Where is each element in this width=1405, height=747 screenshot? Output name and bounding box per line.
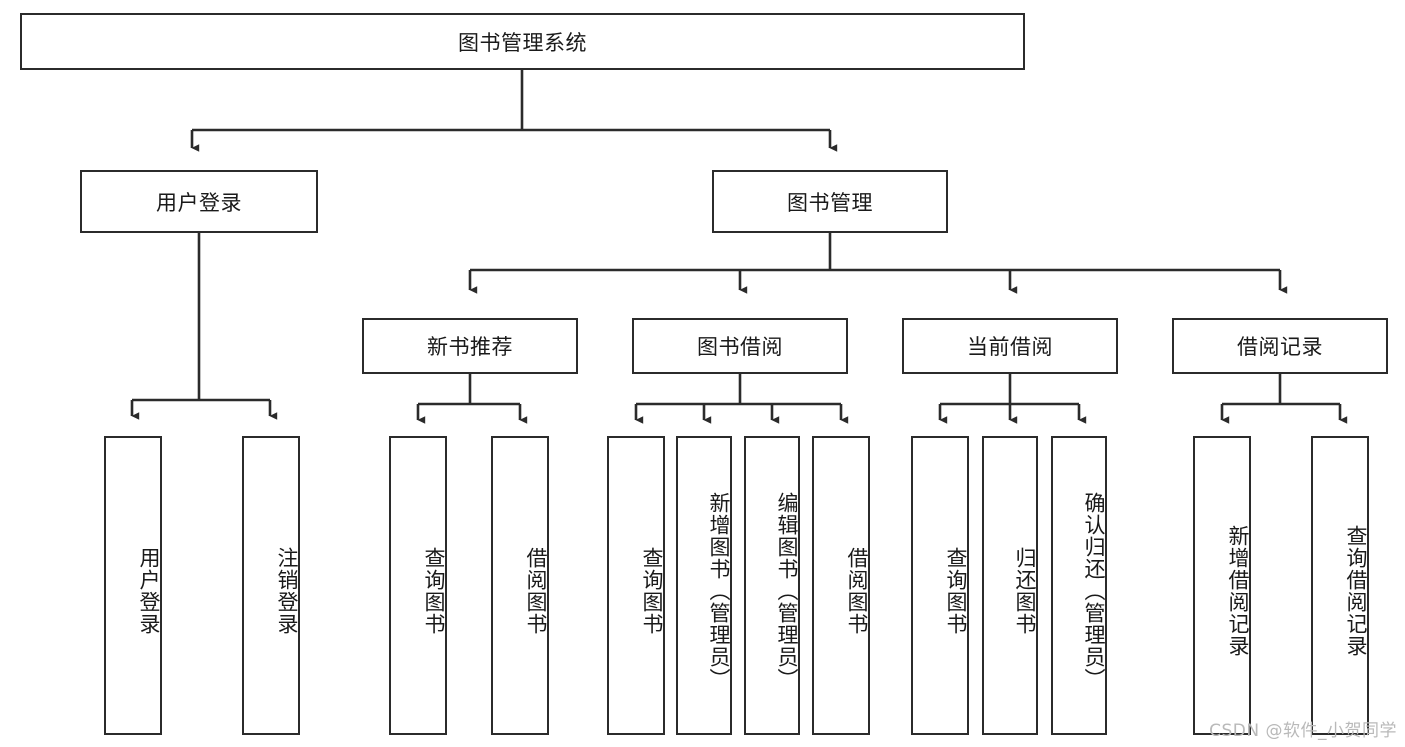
leaf-add-book-admin-label: 新增图书（管理员） <box>707 491 731 690</box>
leaf-add-borrow-record-label: 新增借阅记录 <box>1226 524 1250 657</box>
leaf-query-book-newbook[interactable]: 查询图书 <box>389 436 447 735</box>
leaf-edit-book-admin-label: 编辑图书（管理员） <box>775 491 799 690</box>
leaf-query-book-borrow-label: 查询图书 <box>640 546 664 635</box>
node-new-book-recommend-label: 新书推荐 <box>427 335 513 359</box>
leaf-query-book-current-label: 查询图书 <box>944 546 968 635</box>
leaf-logout[interactable]: 注销登录 <box>242 436 300 735</box>
leaf-confirm-return-admin-label: 确认归还（管理员） <box>1082 491 1106 690</box>
leaf-borrow-book-borrow-label: 借阅图书 <box>845 546 869 635</box>
node-user-login[interactable]: 用户登录 <box>80 170 318 233</box>
leaf-query-book-newbook-label: 查询图书 <box>422 546 446 635</box>
leaf-borrow-book-newbook-label: 借阅图书 <box>524 546 548 635</box>
node-book-borrow[interactable]: 图书借阅 <box>632 318 848 374</box>
leaf-query-book-borrow[interactable]: 查询图书 <box>607 436 665 735</box>
node-user-login-label: 用户登录 <box>156 190 242 215</box>
leaf-return-book-label: 归还图书 <box>1013 546 1037 635</box>
node-borrow-records[interactable]: 借阅记录 <box>1172 318 1388 374</box>
node-new-book-recommend[interactable]: 新书推荐 <box>362 318 578 374</box>
leaf-confirm-return-admin[interactable]: 确认归还（管理员） <box>1051 436 1107 735</box>
leaf-query-borrow-record[interactable]: 查询借阅记录 <box>1311 436 1369 735</box>
leaf-query-borrow-record-label: 查询借阅记录 <box>1344 524 1368 657</box>
leaf-query-book-current[interactable]: 查询图书 <box>911 436 969 735</box>
node-current-borrow-label: 当前借阅 <box>967 335 1053 359</box>
node-book-management-label: 图书管理 <box>787 190 873 215</box>
node-root-label: 图书管理系统 <box>458 30 587 55</box>
leaf-borrow-book-borrow[interactable]: 借阅图书 <box>812 436 870 735</box>
leaf-add-book-admin[interactable]: 新增图书（管理员） <box>676 436 732 735</box>
leaf-logout-label: 注销登录 <box>275 546 299 635</box>
leaf-borrow-book-newbook[interactable]: 借阅图书 <box>491 436 549 735</box>
node-book-management[interactable]: 图书管理 <box>712 170 948 233</box>
leaf-user-login-label: 用户登录 <box>137 546 161 635</box>
node-root[interactable]: 图书管理系统 <box>20 13 1025 70</box>
node-borrow-records-label: 借阅记录 <box>1237 335 1323 359</box>
leaf-user-login[interactable]: 用户登录 <box>104 436 162 735</box>
leaf-edit-book-admin[interactable]: 编辑图书（管理员） <box>744 436 800 735</box>
node-current-borrow[interactable]: 当前借阅 <box>902 318 1118 374</box>
leaf-add-borrow-record[interactable]: 新增借阅记录 <box>1193 436 1251 735</box>
node-book-borrow-label: 图书借阅 <box>697 335 783 359</box>
leaf-return-book[interactable]: 归还图书 <box>982 436 1038 735</box>
